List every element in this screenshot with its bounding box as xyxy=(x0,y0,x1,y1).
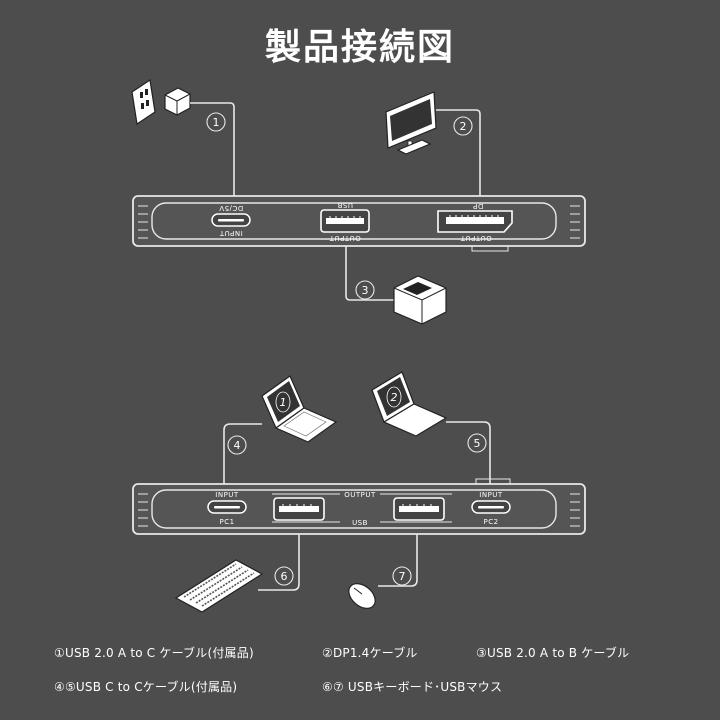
legend-item-3: ③USB 2.0 A to B ケーブル xyxy=(476,646,630,660)
marker-7: 7 xyxy=(392,566,412,586)
bottom-switch-hub xyxy=(132,478,586,535)
svg-text:USB: USB xyxy=(352,519,368,527)
svg-text:USB: USB xyxy=(337,201,353,209)
svg-text:PC1: PC1 xyxy=(219,518,234,526)
svg-text:INPUT: INPUT xyxy=(479,491,503,499)
svg-text:DP: DP xyxy=(473,202,484,210)
bottom-usb-port-a xyxy=(273,497,325,521)
marker-3: 3 xyxy=(355,280,375,300)
mouse-icon xyxy=(348,583,376,609)
monitor-icon xyxy=(385,91,437,155)
svg-text:2: 2 xyxy=(391,391,398,404)
svg-text:4: 4 xyxy=(234,439,241,452)
svg-text:OUTPUT: OUTPUT xyxy=(344,491,376,499)
svg-text:PC2: PC2 xyxy=(483,518,498,526)
svg-text:6: 6 xyxy=(281,570,288,583)
bottom-port-pc1-input: INPUT PC1 xyxy=(207,491,247,526)
bottom-usb-port-b xyxy=(393,497,445,521)
svg-text:1: 1 xyxy=(280,396,287,409)
power-outlet-icon xyxy=(131,78,156,126)
marker-6: 6 xyxy=(274,566,294,586)
legend-item-2: ②DP1.4ケーブル xyxy=(322,646,418,660)
marker-2: 2 xyxy=(453,116,473,136)
laptop-2-icon: 2 xyxy=(371,371,448,437)
page-title: 製品接続図 xyxy=(264,27,455,68)
svg-text:OUTPUT: OUTPUT xyxy=(329,234,361,242)
svg-text:5: 5 xyxy=(474,437,481,450)
laptop-1-icon: 1 xyxy=(261,375,338,443)
svg-text:INPUT: INPUT xyxy=(219,229,243,237)
bottom-usb-output-group: OUTPUT USB xyxy=(272,491,452,527)
svg-text:OUTPUT: OUTPUT xyxy=(460,234,492,242)
legend-item-1: ①USB 2.0 A to C ケーブル(付属品) xyxy=(54,646,254,660)
marker-5: 5 xyxy=(467,433,487,453)
svg-text:2: 2 xyxy=(460,120,467,133)
keyboard-icon xyxy=(174,559,264,613)
svg-text:INPUT: INPUT xyxy=(215,491,239,499)
top-port-dc5v-input: DC/5V INPUT xyxy=(211,204,251,237)
svg-text:DC/5V: DC/5V xyxy=(219,204,243,212)
bottom-port-pc2-input: INPUT PC2 xyxy=(471,491,511,526)
marker-4: 4 xyxy=(227,435,247,455)
legend-item-4: ④⑤USB C to Cケーブル(付属品) xyxy=(54,680,238,694)
top-port-usb-output: USB OUTPUT xyxy=(320,201,370,242)
top-port-dp-output: DP OUTPUT xyxy=(437,202,513,242)
marker-1: ① 1 xyxy=(206,112,226,132)
legend-item-5: ⑥⑦ USBキーボード･USBマウス xyxy=(322,680,503,694)
printer-icon xyxy=(393,275,447,325)
svg-text:7: 7 xyxy=(399,570,406,583)
power-adapter-icon xyxy=(164,87,191,116)
svg-text:3: 3 xyxy=(362,284,369,297)
svg-text:1: 1 xyxy=(213,116,220,129)
